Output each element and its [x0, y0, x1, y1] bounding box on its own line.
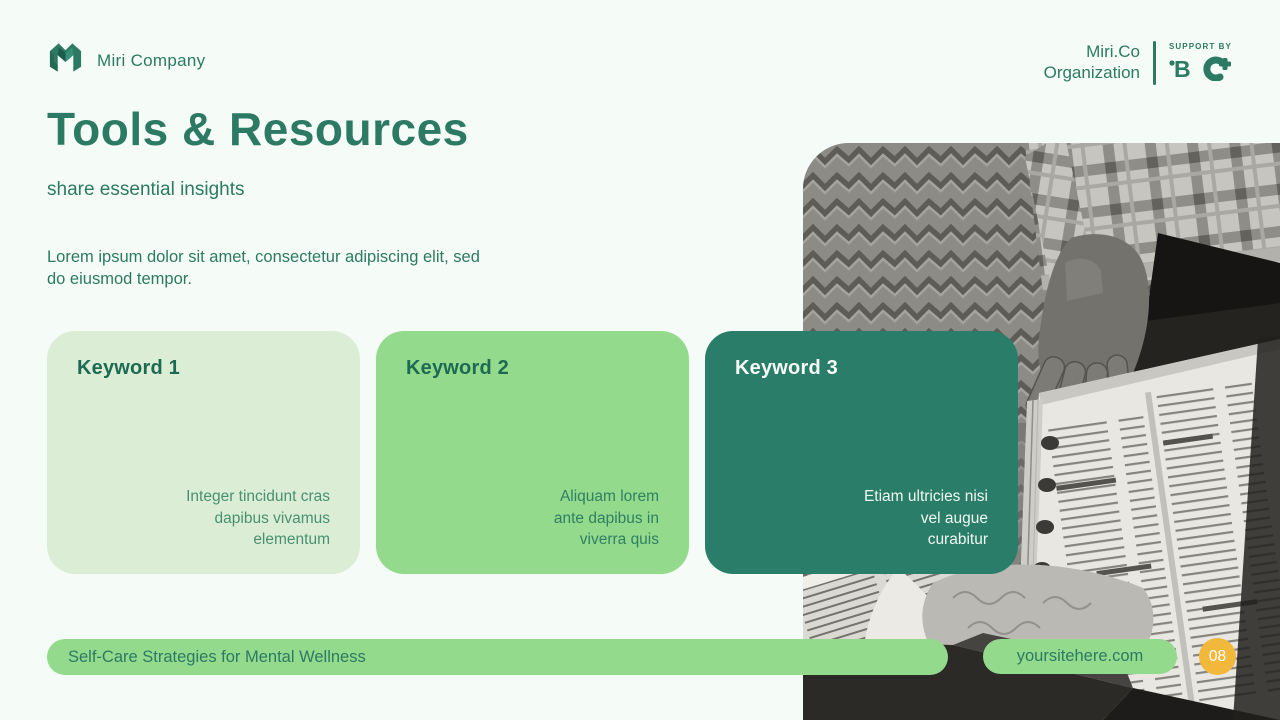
card-title: Keyword 1	[77, 357, 180, 379]
footer-topic-label: Self-Care Strategies for Mental Wellness	[68, 647, 366, 666]
partner-c-plus-logo-icon	[1201, 55, 1231, 86]
footer-topic-strip: Self-Care Strategies for Mental Wellness	[47, 639, 948, 675]
card-body: Aliquam lorem ante dapibus in viverra qu…	[553, 487, 659, 549]
card-body: Etiam ultricies nisi vel augue curabitur	[863, 487, 988, 549]
header-partners: Miri.Co Organization SUPPORT BY B	[1044, 40, 1232, 86]
website-link[interactable]: yoursitehere.com	[983, 639, 1177, 674]
header-brand: Miri Company	[47, 40, 205, 81]
company-name: Miri Company	[97, 50, 206, 70]
card-title: Keyword 2	[406, 357, 509, 379]
partner-b-logo-icon: B	[1169, 55, 1194, 86]
page-number-badge: 08	[1199, 638, 1236, 675]
organization-name: Miri.Co Organization	[1043, 42, 1140, 82]
card-title: Keyword 3	[735, 357, 838, 379]
company-logo-icon	[47, 40, 84, 81]
keyword-card-1: Keyword 1 Integer tincidunt cras dapibus…	[47, 331, 360, 574]
svg-text:B: B	[1174, 56, 1191, 81]
header-divider	[1152, 41, 1156, 85]
page-title: Tools & Resources	[47, 103, 469, 155]
intro-paragraph: Lorem ipsum dolor sit amet, consectetur …	[47, 248, 480, 288]
keyword-card-3: Keyword 3 Etiam ultricies nisi vel augue…	[705, 331, 1018, 574]
support-label: SUPPORT BY	[1168, 42, 1232, 51]
keyword-card-2: Keyword 2 Aliquam lorem ante dapibus in …	[376, 331, 689, 574]
page-subtitle: share essential insights	[47, 179, 245, 200]
card-body: Integer tincidunt cras dapibus vivamus e…	[186, 487, 330, 549]
support-block: SUPPORT BY B	[1169, 40, 1232, 86]
